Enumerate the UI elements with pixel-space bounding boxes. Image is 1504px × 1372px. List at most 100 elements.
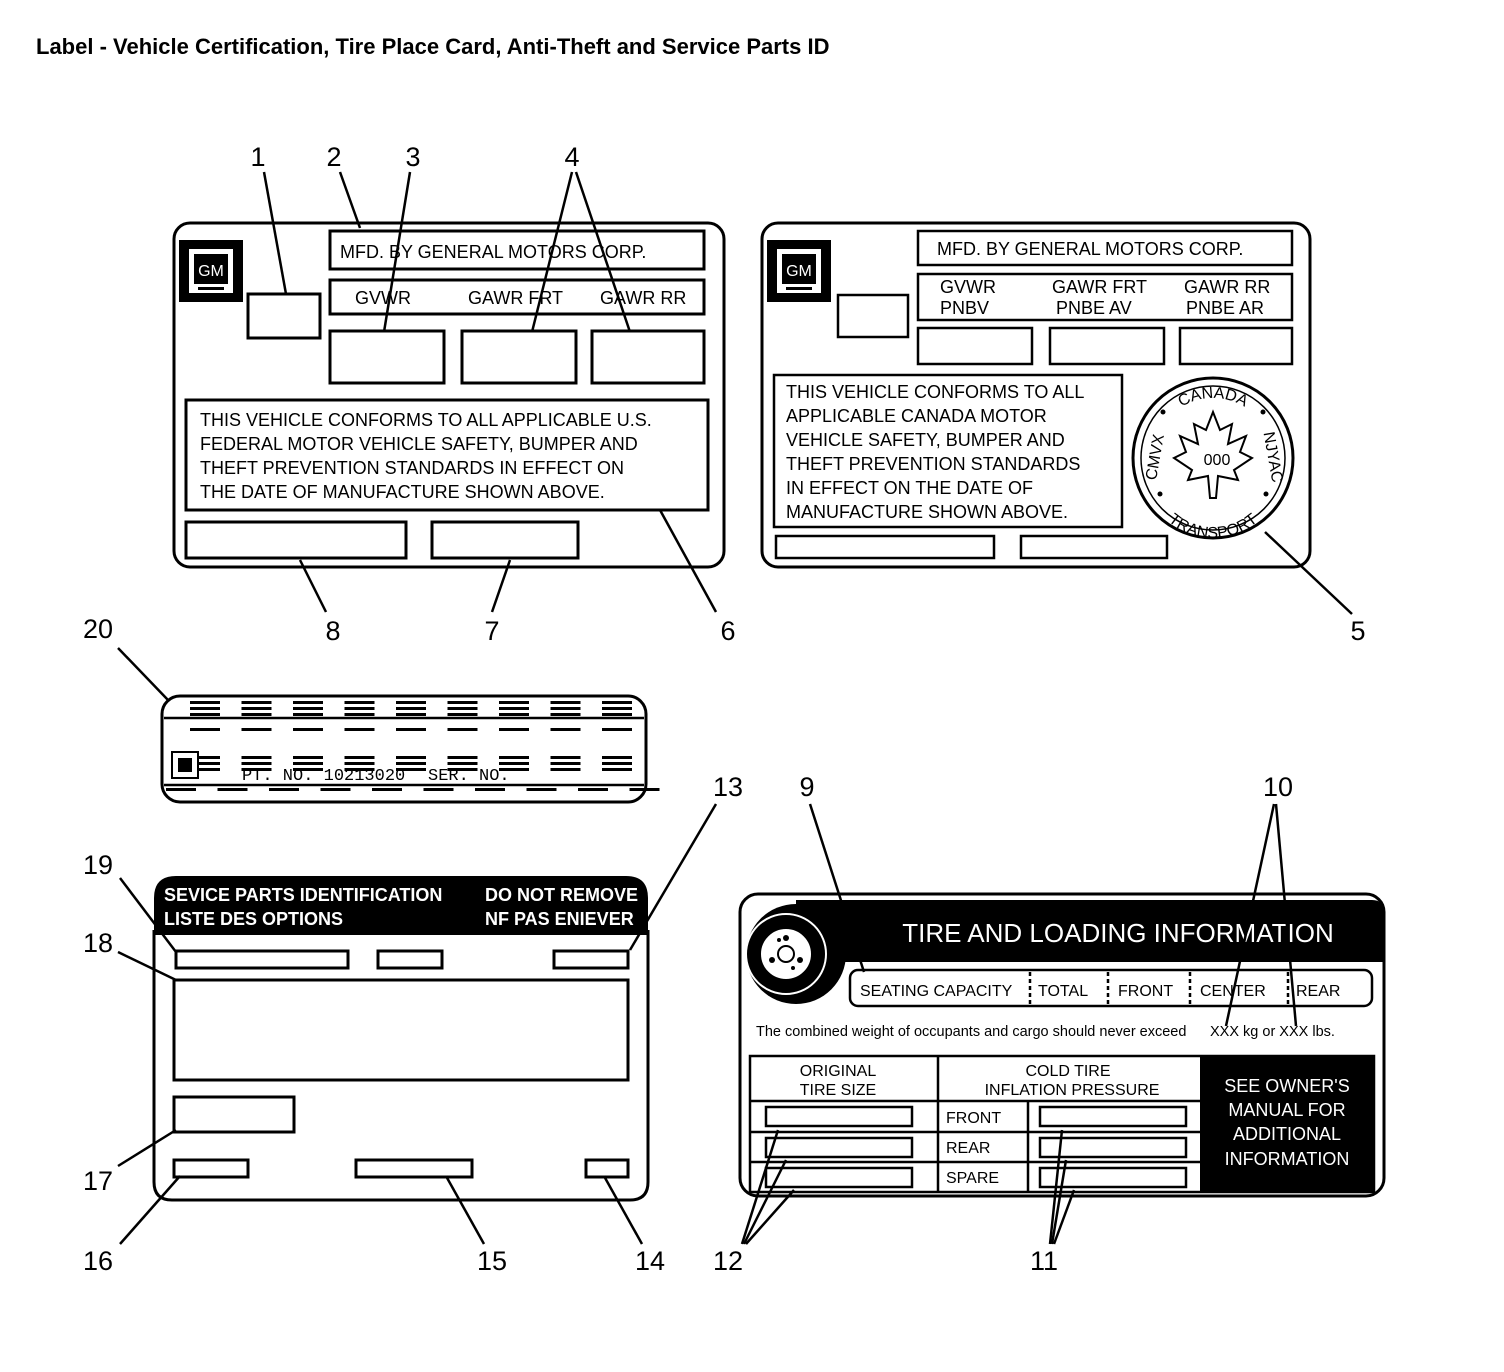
spid-options-area (172, 978, 630, 1082)
stripe-mark (241, 701, 272, 704)
stripe-mark (293, 756, 323, 759)
stripe-mark (241, 707, 272, 710)
callout-9: 9 (799, 772, 814, 802)
anti-theft-label: PT. NO. 10213020 SER. NO. (160, 694, 660, 804)
canada-date-field (1019, 534, 1169, 560)
stripe-mark (550, 701, 581, 704)
us-field-1 (246, 292, 322, 340)
anti-theft-serial-label: SER. NO. (428, 767, 510, 786)
spid-field-15 (354, 1158, 474, 1179)
seal-center-text: 000 (1204, 452, 1231, 469)
callout-11: 11 (1030, 1246, 1058, 1276)
stripe-mark (602, 701, 632, 704)
tire-size-header: TIRE SIZE (800, 1082, 876, 1099)
gm-logo-icon: GM (767, 240, 831, 302)
canada-rating-header (916, 272, 1294, 322)
stripe-mark (241, 713, 272, 716)
seating-capacity-row (848, 968, 1374, 1008)
canada-statement-line: IN EFFECT ON THE DATE OF (786, 478, 1033, 498)
pressure-front-field (1038, 1105, 1188, 1128)
callout-7: 7 (484, 616, 499, 646)
canada-field-1 (836, 293, 910, 339)
stripe-mark (447, 707, 478, 710)
gm-logo-text: GM (198, 263, 224, 280)
leader-lines (117, 171, 1353, 1245)
stripe-mark (526, 788, 557, 791)
stripe-mark (602, 713, 632, 716)
spid-header-text: SEVICE PARTS IDENTIFICATION (164, 885, 442, 905)
stripe-mark (550, 762, 581, 765)
stripe-mark (344, 707, 375, 710)
stripe-mark (447, 756, 478, 759)
stripe-mark (344, 756, 375, 759)
stripe-mark (293, 701, 323, 704)
callout-13: 13 (713, 772, 743, 802)
pressure-rear-field (1038, 1136, 1188, 1159)
stripe-mark (499, 762, 529, 765)
see-manual-text: INFORMATION (1225, 1149, 1350, 1169)
tire-size-header: ORIGINAL (800, 1063, 877, 1080)
us-gawr-rr-field (590, 329, 706, 385)
stripe-mark (320, 788, 351, 791)
spid-field-right (552, 949, 630, 970)
stripe-mark (293, 768, 323, 771)
stripe-mark (293, 713, 323, 716)
canada-statement-box (772, 373, 1124, 529)
stripe-mark (344, 713, 375, 716)
tire-size-front-field (764, 1105, 914, 1128)
tire-icon (745, 904, 846, 1004)
canada-vin-field (774, 534, 996, 560)
canada-statement-line: VEHICLE SAFETY, BUMPER AND (786, 430, 1065, 450)
weight-note: The combined weight of occupants and car… (756, 1024, 1186, 1040)
stripe-mark (190, 762, 220, 765)
stripe-mark (396, 713, 426, 716)
tire-loading-label: TIRE AND LOADING INFORMATION SEATING CAP… (738, 892, 1386, 1198)
callout-12: 12 (713, 1246, 743, 1276)
canada-certification-label: GM MFD. BY GENERAL MOTORS CORP. GVWR PNB… (760, 221, 1312, 569)
canada-gawr-frt-label: GAWR FRT (1052, 277, 1147, 297)
stripe-mark (344, 701, 375, 704)
stripe-mark (396, 762, 426, 765)
spid-field-center (376, 949, 444, 970)
stripe-mark (499, 768, 529, 771)
stripe-mark (602, 768, 632, 771)
us-gvwr-field (328, 329, 446, 385)
stripe-mark (241, 756, 272, 759)
canada-gawr-rr-field (1178, 326, 1294, 366)
stripe-mark (578, 788, 608, 791)
seating-rear-label: REAR (1296, 983, 1340, 1000)
callout-2: 2 (326, 142, 341, 172)
us-gawr-frt-label: GAWR FRT (468, 288, 563, 308)
callout-17: 17 (83, 1166, 113, 1196)
us-date-field (430, 520, 580, 560)
anti-theft-part-number: PT. NO. 10213020 (242, 767, 405, 786)
stripe-mark (629, 788, 660, 791)
spid-paint-field (172, 1095, 296, 1134)
stripe-mark (241, 762, 272, 765)
stripe-mark (396, 701, 426, 704)
us-statement-line: THE DATE OF MANUFACTURE SHOWN ABOVE. (200, 482, 605, 502)
stripe-mark (166, 788, 196, 791)
us-gvwr-label: GVWR (355, 288, 411, 308)
barcode-stripes (166, 701, 660, 791)
stripe-mark (550, 768, 581, 771)
canada-gawr-frt-field (1048, 326, 1166, 366)
us-gawr-frt-field (460, 329, 578, 385)
see-manual-text: ADDITIONAL (1233, 1124, 1341, 1144)
stripe-mark (190, 768, 220, 771)
seating-total-label: TOTAL (1038, 983, 1088, 1000)
callout-16: 16 (83, 1246, 113, 1276)
stripe-mark (423, 788, 454, 791)
spid-field-14 (584, 1158, 630, 1179)
pressure-header: INFLATION PRESSURE (985, 1082, 1160, 1099)
tire-size-spare-field (764, 1166, 914, 1189)
spid-header-text: LISTE DES OPTIONS (164, 909, 343, 929)
tire-size-rear-field (764, 1136, 914, 1159)
us-statement-line: THEFT PREVENTION STANDARDS IN EFFECT ON (200, 458, 624, 478)
stripe-mark (190, 707, 220, 710)
us-vin-field (184, 520, 408, 560)
canada-transport-seal: CANADA TRANSPORT CMVX NJYAC 000 (1131, 376, 1295, 542)
canada-gvwr-label: GVWR (940, 277, 996, 297)
tire-label-title: TIRE AND LOADING INFORMATION (902, 918, 1333, 948)
callout-19: 19 (83, 850, 113, 880)
